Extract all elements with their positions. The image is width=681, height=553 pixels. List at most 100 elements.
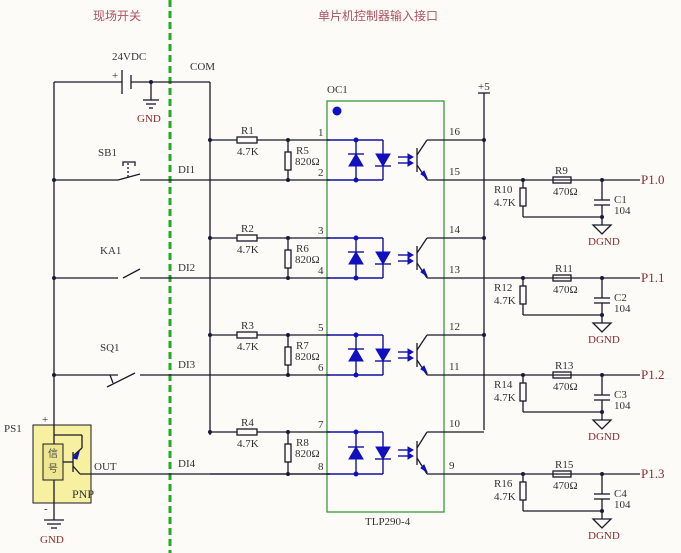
channel-2: [52, 234, 640, 333]
resistor-icon: [552, 371, 572, 379]
pin-anode: 5: [318, 322, 324, 334]
input-label: DI1: [178, 164, 195, 176]
led-icon: [375, 446, 391, 460]
pnp-transistor-icon: [44, 425, 330, 529]
supply-plus: +: [112, 70, 118, 82]
field-switch-header: 现场开关: [93, 9, 141, 23]
r-shunt-value: 820Ω: [295, 254, 320, 266]
resistor-icon: [236, 136, 258, 144]
pin-cathode: 4: [318, 265, 324, 277]
resistor-icon: [284, 443, 292, 463]
phototransistor-icon: [416, 431, 429, 475]
signal-label-1: 信: [48, 448, 58, 460]
optocoupler-body: [326, 100, 445, 513]
r-pull-ref: R14: [494, 379, 513, 391]
led-icon: [375, 153, 391, 167]
r-shunt-ref: R5: [296, 145, 309, 157]
switch-label: KA1: [100, 245, 121, 257]
r-series-value: 4.7K: [237, 341, 259, 353]
cap-ref: C1: [614, 194, 627, 206]
channel-4: [208, 428, 640, 529]
sensor-out: OUT: [94, 461, 117, 473]
oc-part: TLP290-4: [365, 516, 411, 528]
battery-icon: [54, 70, 210, 94]
resistor-icon: [284, 249, 292, 269]
resistor-icon: [236, 234, 258, 242]
sensor-plus: +: [42, 414, 48, 426]
r-series-ref: R3: [241, 320, 254, 332]
pin-collector: 14: [449, 224, 461, 236]
r-pull-value: 4.7K: [494, 295, 516, 307]
r-pull-ref: R10: [494, 184, 513, 196]
r-pull-value: 4.7K: [494, 392, 516, 404]
port-label: P1.1: [641, 270, 664, 285]
vcc-label: +5: [478, 81, 490, 93]
diode-icon: [348, 251, 364, 265]
cap-value: 104: [614, 205, 631, 217]
r-pull-ref: R16: [494, 478, 513, 490]
channel-1: [52, 136, 640, 235]
r-shunt-value: 820Ω: [295, 351, 320, 363]
resistor-icon: [552, 176, 572, 184]
pin-collector: 10: [449, 418, 461, 430]
resistor-icon: [519, 382, 527, 402]
port-label: P1.0: [641, 172, 664, 187]
resistor-icon: [236, 331, 258, 339]
com-label: COM: [190, 61, 215, 73]
input-label: DI4: [178, 458, 196, 470]
pin-emitter: 15: [449, 166, 461, 178]
r-shunt-ref: R8: [296, 437, 309, 449]
diode-icon: [348, 446, 364, 460]
supply-label: 24VDC: [112, 51, 146, 63]
r-out-ref: R15: [555, 459, 574, 471]
r-series-ref: R4: [241, 417, 254, 429]
channel-3: [52, 331, 640, 430]
resistor-icon: [552, 274, 572, 282]
r-series-value: 4.7K: [237, 438, 259, 450]
resistor-icon: [284, 151, 292, 171]
pin-collector: 12: [449, 321, 460, 333]
pin-anode: 7: [318, 419, 324, 431]
input-label: DI2: [178, 262, 195, 274]
dgnd-label: DGND: [588, 431, 620, 443]
r-out-value: 470Ω: [553, 381, 578, 393]
port-label: P1.3: [641, 466, 664, 481]
pin-collector: 16: [449, 126, 461, 138]
cap-value: 104: [614, 400, 631, 412]
r-out-value: 470Ω: [553, 284, 578, 296]
pin-emitter: 9: [449, 460, 455, 472]
r-pull-ref: R12: [494, 282, 512, 294]
r-out-ref: R9: [555, 165, 568, 177]
dgnd-icon: [591, 419, 613, 430]
led-icon: [375, 251, 391, 265]
dgnd-label: DGND: [588, 530, 620, 542]
phototransistor-icon: [416, 334, 429, 376]
r-shunt-ref: R7: [296, 340, 309, 352]
gnd-label: GND: [137, 113, 161, 125]
switch-3-icon: [106, 372, 136, 388]
mcu-input-header: 单片机控制器输入接口: [318, 8, 438, 23]
dgnd-label: DGND: [588, 236, 620, 248]
sensor-minus: -: [44, 503, 48, 515]
pin-emitter: 13: [449, 264, 461, 276]
resistor-icon: [519, 481, 527, 501]
sensor-ref: PS1: [4, 423, 22, 435]
pin-emitter: 11: [449, 361, 460, 373]
dgnd-icon: [591, 518, 613, 529]
resistor-icon: [284, 346, 292, 366]
switch-2-icon: [122, 268, 141, 279]
led-icon: [375, 348, 391, 362]
switch-1-icon: [117, 161, 141, 181]
resistor-icon: [519, 285, 527, 305]
pin-cathode: 2: [318, 167, 324, 179]
phototransistor-icon: [416, 237, 429, 279]
resistor-icon: [236, 428, 258, 436]
r-series-ref: R1: [241, 125, 254, 137]
input-label: DI3: [178, 359, 196, 371]
resistor-icon: [519, 187, 527, 207]
cap-value: 104: [614, 303, 631, 315]
r-out-value: 470Ω: [553, 480, 578, 492]
ground-icon: [143, 82, 159, 109]
